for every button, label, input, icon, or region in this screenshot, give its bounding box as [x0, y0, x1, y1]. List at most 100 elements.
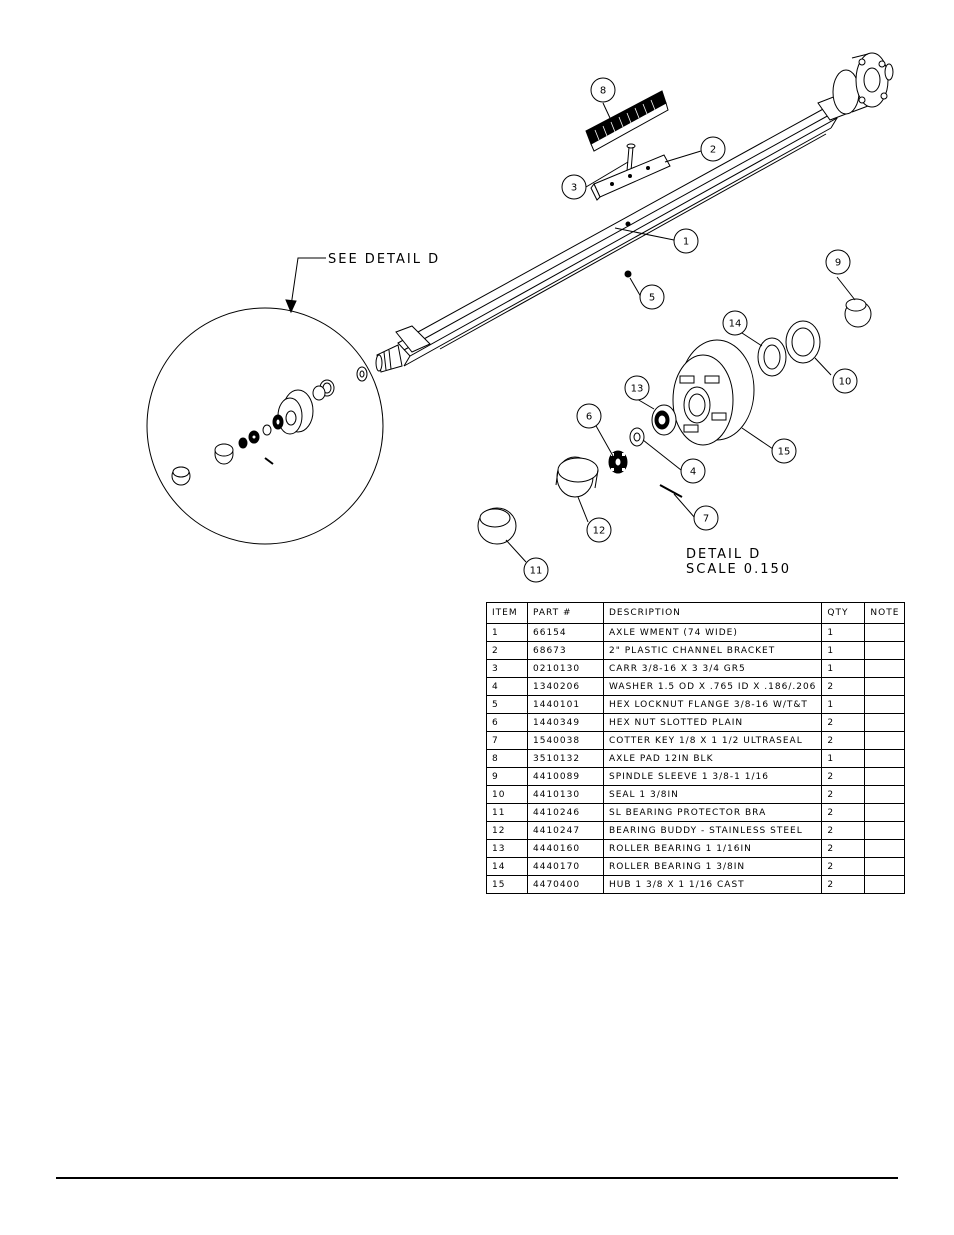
- cell-item: 12: [486, 821, 528, 840]
- callout-balloon: [561, 174, 587, 200]
- cell-note: [864, 767, 906, 786]
- cell-note: [864, 785, 906, 804]
- col-note: NOTE: [864, 602, 906, 624]
- cell-qty: 2: [821, 803, 866, 822]
- cell-item: 6: [486, 713, 528, 732]
- cell-part: 4410246: [527, 803, 604, 822]
- see-detail-leader: [285, 257, 326, 314]
- cell-item: 7: [486, 731, 528, 750]
- cell-description: CARR 3/8-16 X 3 3/4 GR5: [602, 659, 823, 678]
- cell-qty: 1: [821, 695, 866, 714]
- callout-balloon: [586, 517, 612, 543]
- callout-number: 4: [690, 467, 696, 478]
- roller-bearing-14: [757, 337, 787, 377]
- cell-part: 4440160: [527, 839, 604, 858]
- cell-description: AXLE WMENT (74 WIDE): [602, 623, 823, 642]
- cell-description: ROLLER BEARING 1 3/8IN: [602, 857, 823, 876]
- cotter-key: [659, 484, 683, 498]
- cell-note: [864, 677, 906, 696]
- callout-balloon: [832, 368, 858, 394]
- cell-part: 4410247: [527, 821, 604, 840]
- cell-qty: 2: [821, 677, 866, 696]
- cell-qty: 2: [821, 875, 866, 894]
- cell-item: 14: [486, 857, 528, 876]
- cell-note: [864, 641, 906, 660]
- cell-qty: 2: [821, 731, 866, 750]
- callout-balloon: [722, 310, 748, 336]
- cell-item: 3: [486, 659, 528, 678]
- callout-balloon: [825, 249, 851, 275]
- callout-balloon: [771, 438, 797, 464]
- detail-d-view: [146, 307, 384, 545]
- cell-description: SPINDLE SLEEVE 1 3/8-1 1/16: [602, 767, 823, 786]
- cell-qty: 1: [821, 641, 866, 660]
- cell-description: HEX LOCKNUT FLANGE 3/8-16 W/T&T: [602, 695, 823, 714]
- callout-number: 10: [839, 377, 852, 388]
- cell-description: HUB 1 3/8 X 1 1/16 CAST: [602, 875, 823, 894]
- cell-item: 13: [486, 839, 528, 858]
- cell-qty: 2: [821, 785, 866, 804]
- detail-title: DETAIL D: [686, 547, 761, 562]
- callout-number: 6: [586, 412, 592, 423]
- callout-number: 11: [530, 566, 543, 577]
- col-description: DESCRIPTION: [602, 602, 823, 624]
- cell-part: 1540038: [527, 731, 604, 750]
- cell-description: HEX NUT SLOTTED PLAIN: [602, 713, 823, 732]
- callout-number: 8: [600, 86, 606, 97]
- callout-number: 9: [835, 258, 841, 269]
- cell-part: 68673: [527, 641, 604, 660]
- callout-number: 3: [571, 183, 577, 194]
- cell-note: [864, 821, 906, 840]
- cell-qty: 1: [821, 749, 866, 768]
- axle-beam: [395, 95, 847, 367]
- callout-leaders: [505, 102, 856, 563]
- cell-qty: 2: [821, 857, 866, 876]
- cell-item: 9: [486, 767, 528, 786]
- cell-item: 8: [486, 749, 528, 768]
- hex-locknut: [624, 270, 632, 278]
- cell-note: [864, 731, 906, 750]
- col-part: PART #: [527, 602, 604, 624]
- cell-item: 10: [486, 785, 528, 804]
- cell-qty: 1: [821, 623, 866, 642]
- callout-balloon: [693, 505, 719, 531]
- seal-10: [785, 320, 821, 364]
- col-qty: QTY: [821, 602, 866, 624]
- cell-part: 4440170: [527, 857, 604, 876]
- cell-note: [864, 623, 906, 642]
- hub-15: [672, 339, 755, 446]
- callout-balloon: [523, 557, 549, 583]
- cell-part: 1440101: [527, 695, 604, 714]
- carriage-bolt: [626, 143, 636, 172]
- cell-note: [864, 875, 906, 894]
- callout-number: 1: [683, 237, 689, 248]
- cell-note: [864, 659, 906, 678]
- callout-balloon: [590, 77, 616, 103]
- callout-number: 7: [703, 514, 709, 525]
- cell-part: 1340206: [527, 677, 604, 696]
- callout-balloon: [680, 458, 706, 484]
- cell-qty: 1: [821, 659, 866, 678]
- cell-part: 1440349: [527, 713, 604, 732]
- cell-part: 4410130: [527, 785, 604, 804]
- right-hub-assembly: [832, 52, 894, 115]
- callout-number: 2: [710, 145, 716, 156]
- col-item: ITEM: [486, 602, 528, 624]
- cell-item: 1: [486, 623, 528, 642]
- callout-number: 5: [649, 293, 655, 304]
- roller-bearing-13: [651, 404, 677, 436]
- footer-rule: [56, 1177, 898, 1179]
- cell-item: 4: [486, 677, 528, 696]
- callout-balloon: [673, 228, 699, 254]
